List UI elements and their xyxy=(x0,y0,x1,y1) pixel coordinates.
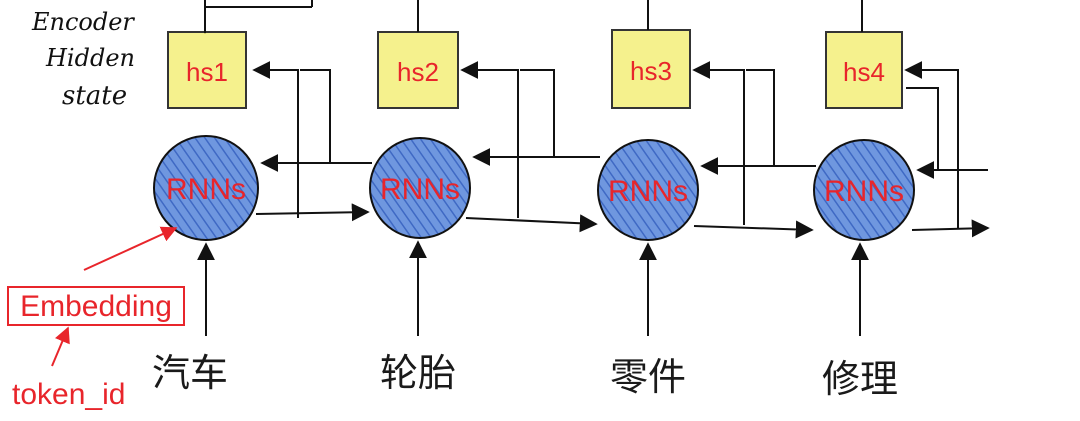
token-id-label: token_id xyxy=(12,378,125,411)
rnn-label-4: RNNs xyxy=(824,175,904,208)
hs-box-1: hs1 xyxy=(167,31,247,109)
token-3: 零件 xyxy=(610,355,686,399)
token-1: 汽车 xyxy=(152,351,228,395)
output-connectors xyxy=(252,61,959,228)
rnn-node-2: RNNs xyxy=(369,137,471,239)
hs-box-4: hs4 xyxy=(825,31,903,109)
hs-box-3: hs3 xyxy=(611,29,691,109)
rnn-label-2: RNNs xyxy=(380,173,460,206)
token-id-pointer xyxy=(51,326,70,367)
hs-label-1: hs1 xyxy=(186,57,228,87)
rnn-label-3: RNNs xyxy=(608,175,688,208)
embedding-label: Embedding xyxy=(20,290,172,323)
hs-box-2: hs2 xyxy=(377,31,459,109)
top-connectors xyxy=(204,0,863,34)
encoder-hidden-state-label: Encoder Hidden state xyxy=(31,8,135,111)
header-line-2: Hidden xyxy=(45,44,135,72)
recurrent-arrows xyxy=(255,148,990,239)
header-line-3: state xyxy=(62,81,127,111)
hs-label-3: hs3 xyxy=(630,56,672,86)
header-line-1: Encoder xyxy=(31,8,135,36)
input-arrows xyxy=(197,240,869,336)
hs-label-2: hs2 xyxy=(397,57,439,87)
hidden-state-boxes: hs1 hs2 hs3 hs4 xyxy=(167,29,903,109)
input-tokens: 汽车 轮胎 零件 修理 xyxy=(152,351,898,401)
annotations: Embedding token_id xyxy=(7,226,185,411)
rnn-nodes: RNNs RNNs RNNs RNNs xyxy=(153,135,915,241)
rnn-node-3: RNNs xyxy=(597,139,699,241)
token-4: 修理 xyxy=(822,357,898,401)
embedding-box xyxy=(7,286,185,326)
rnn-label-1: RNNs xyxy=(166,173,246,206)
embedding-pointer xyxy=(83,226,178,271)
hs-label-4: hs4 xyxy=(843,57,885,87)
token-2: 轮胎 xyxy=(380,351,456,395)
rnn-node-1: RNNs xyxy=(153,135,259,241)
rnn-node-4: RNNs xyxy=(813,139,915,241)
